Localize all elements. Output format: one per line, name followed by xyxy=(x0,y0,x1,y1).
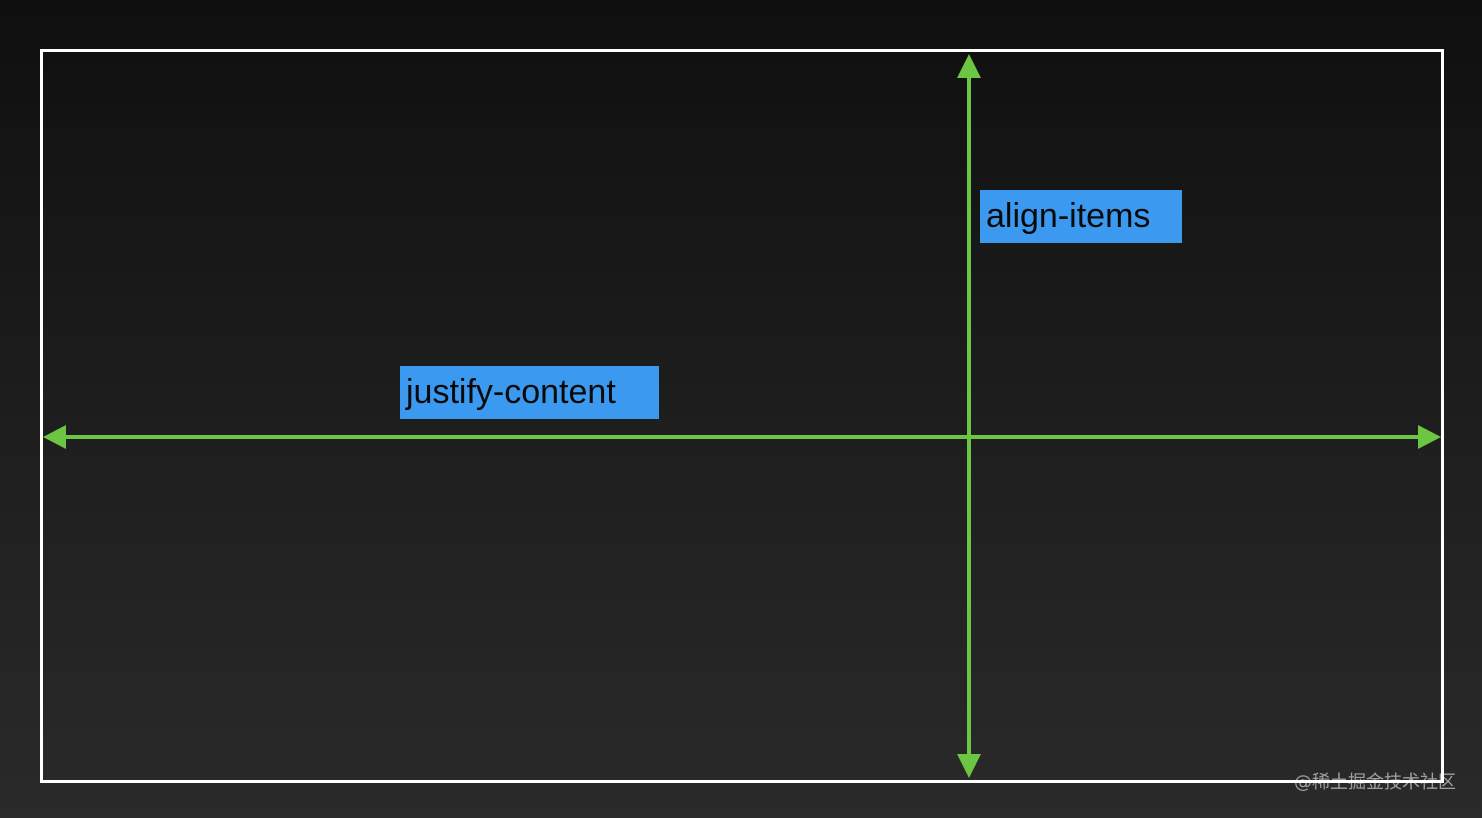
align-items-label: align-items xyxy=(980,190,1182,243)
cross-axis-top-arrowhead xyxy=(957,54,981,78)
cross-axis-bottom-arrowhead xyxy=(957,754,981,778)
watermark-text: @稀土掘金技术社区 xyxy=(1294,772,1456,793)
main-axis-left-arrowhead xyxy=(43,425,66,449)
main-axis-right-arrowhead xyxy=(1418,425,1441,449)
justify-content-label: justify-content xyxy=(400,366,659,419)
container-frame xyxy=(40,49,1444,783)
